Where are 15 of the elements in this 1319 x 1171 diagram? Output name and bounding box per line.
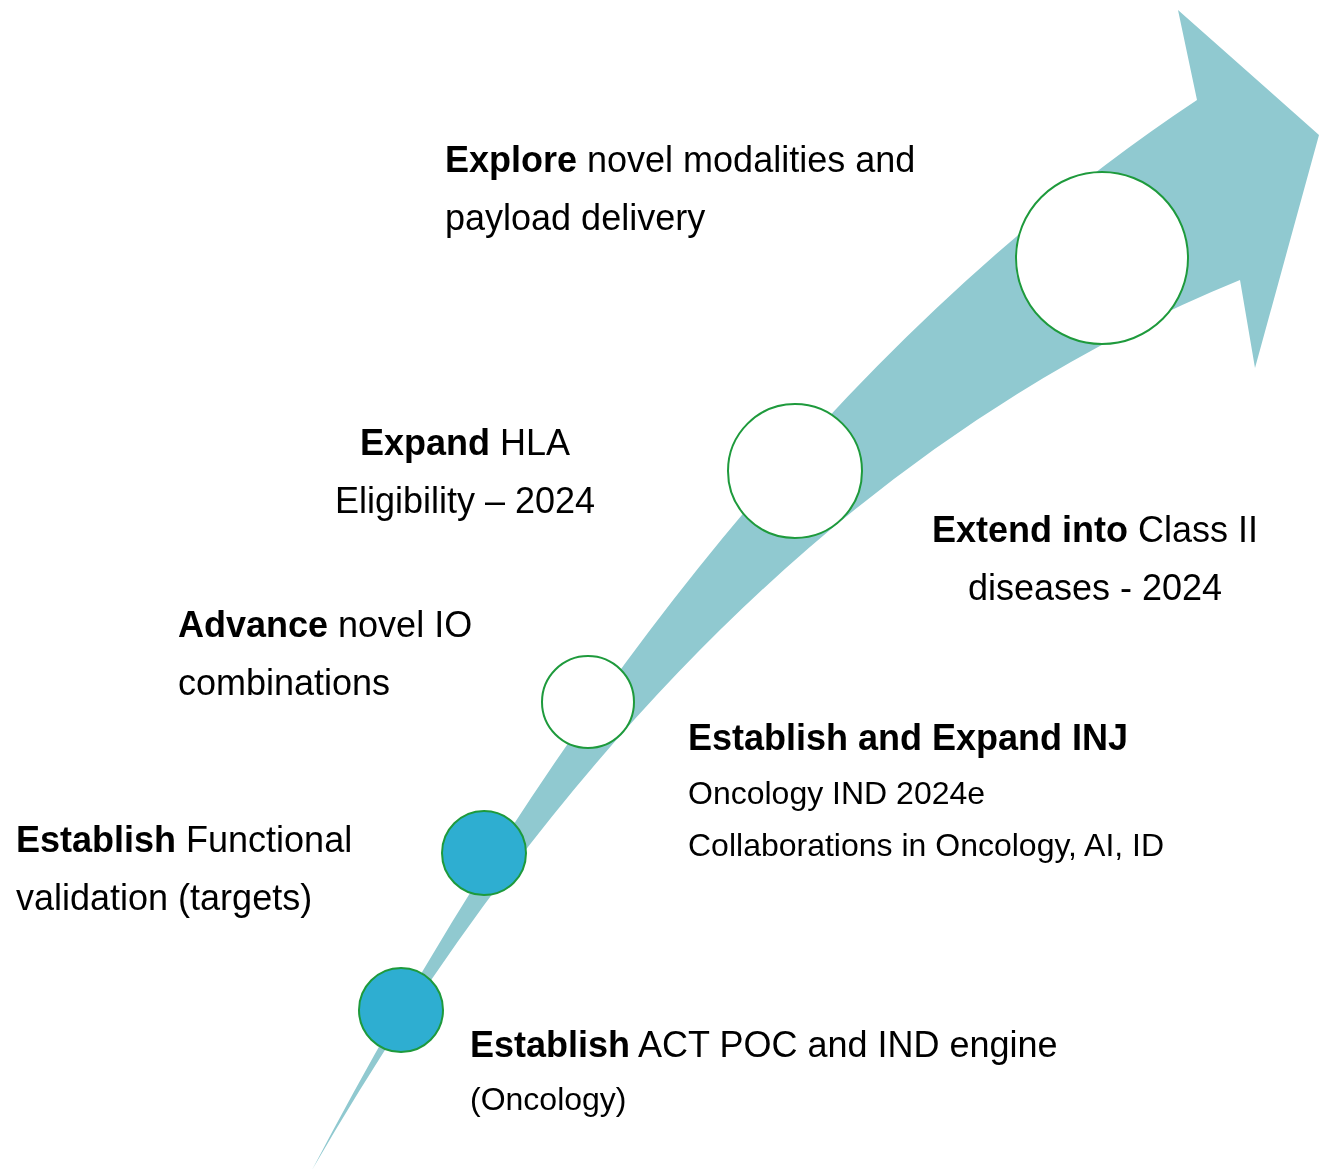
milestone-circle	[441, 810, 527, 896]
milestone-text: Advance novel IO combinations	[178, 603, 474, 705]
milestone-text: Establish and Expand INJ	[688, 716, 1130, 760]
milestone-circle	[358, 967, 444, 1053]
milestone-circle	[541, 655, 635, 749]
milestone-text: Collaborations in Oncology, AI, ID	[688, 826, 1166, 865]
milestone-text: Establish Functional validation (targets)	[16, 818, 354, 920]
milestone-circle	[1015, 171, 1189, 345]
milestone-text: Expand HLA Eligibility – 2024	[333, 421, 597, 523]
milestone-text: Oncology IND 2024e	[688, 774, 987, 813]
milestone-text: Extend into Class II diseases - 2024	[931, 508, 1259, 610]
milestone-circle	[727, 403, 863, 539]
milestone-text: Explore novel modalities and payload delivery	[445, 138, 917, 240]
milestone-text: Establish ACT POC and IND engine	[470, 1023, 1059, 1067]
milestone-text: (Oncology)	[470, 1080, 628, 1119]
